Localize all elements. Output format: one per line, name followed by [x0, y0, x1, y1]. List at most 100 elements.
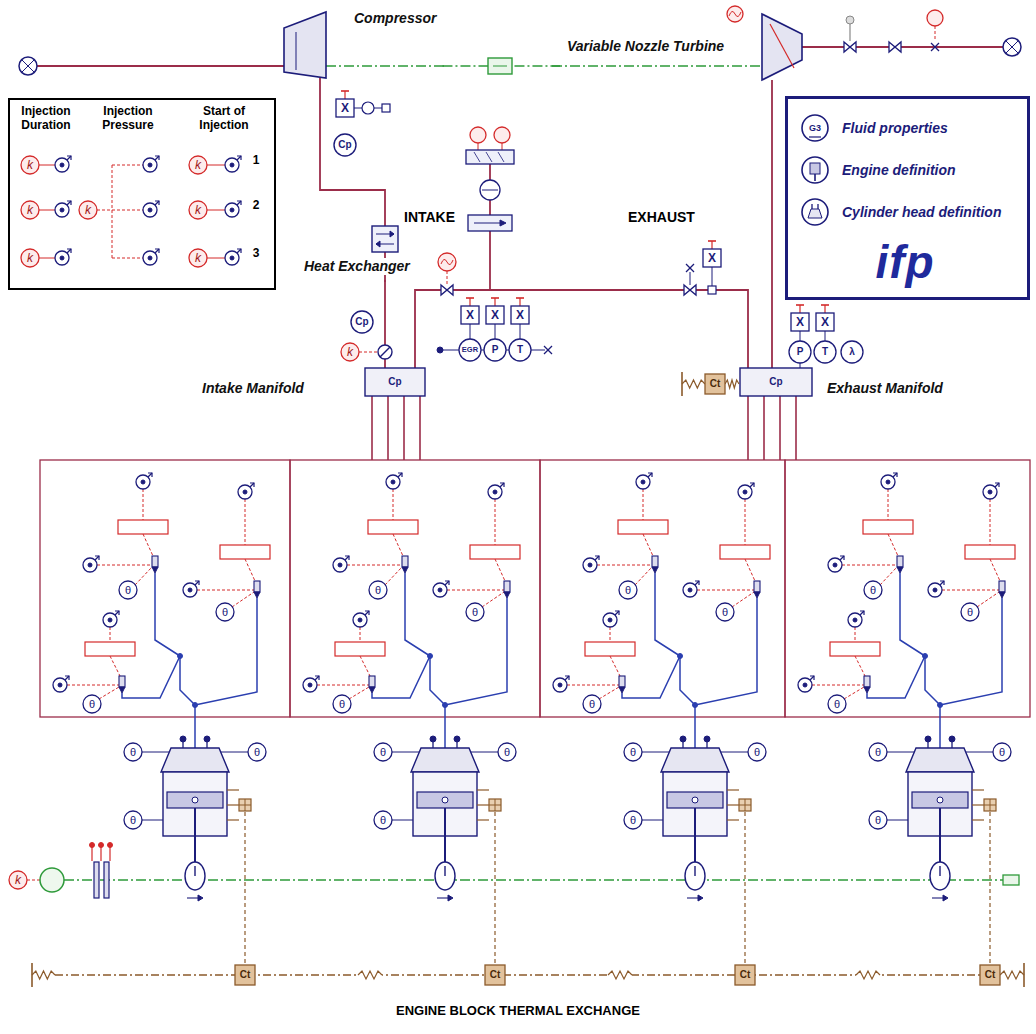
- signal-source-dot: [886, 480, 890, 484]
- signal-arrow-head: [250, 483, 254, 487]
- angle-link: [471, 752, 498, 753]
- signal-arrow-head: [155, 249, 159, 253]
- signal-arrow: [315, 676, 319, 680]
- angle-source: [624, 811, 642, 829]
- signal-arrow-head: [155, 156, 159, 160]
- cylinder-panel: [540, 460, 785, 717]
- flow-arrow: [500, 220, 506, 226]
- angle-source: [619, 581, 637, 599]
- signal-source: [798, 678, 812, 692]
- core-line: [482, 190, 498, 191]
- signal-arrow: [695, 581, 699, 585]
- signal-arrow-head: [445, 581, 449, 585]
- injector-symbol: [754, 581, 760, 592]
- gas-pipe: [415, 290, 748, 368]
- fuel-line: [194, 705, 196, 748]
- angle-letter: θ: [130, 747, 136, 758]
- angle-letter: θ: [125, 585, 131, 596]
- component-label: Compressor: [352, 10, 438, 27]
- injection-law-block: [863, 520, 913, 534]
- shaft-line: [552, 65, 762, 67]
- display-pin: [711, 241, 712, 249]
- region-label: EXHAUST: [628, 210, 695, 224]
- display-block: [511, 306, 529, 324]
- injector-symbol: [504, 581, 510, 592]
- signal-arrow-head: [115, 611, 119, 615]
- constant-letter: k: [85, 204, 91, 216]
- angle-link: [887, 752, 914, 753]
- chamber-letter: Cp: [769, 377, 782, 387]
- fuel-line: [195, 598, 257, 705]
- command-line: [360, 627, 361, 642]
- fuel-line: [939, 705, 941, 748]
- table-cell: 3: [246, 246, 266, 260]
- valve-symbol: [889, 42, 901, 52]
- signal-arrow-head: [195, 581, 199, 585]
- crank-symbol: [185, 862, 205, 890]
- angle-line: [732, 592, 754, 607]
- signal-arrow-head: [995, 483, 999, 487]
- constant-letter: k: [15, 874, 21, 886]
- valve-symbol: [441, 285, 453, 295]
- icon-letter: G3: [809, 124, 821, 133]
- constant-source: [21, 156, 39, 174]
- command-line: [245, 499, 246, 545]
- cylinder-head-symbol: [411, 748, 479, 772]
- display-letter: X: [516, 309, 524, 321]
- signal-arrow-head: [750, 483, 754, 487]
- egr-cooler-core: [480, 180, 500, 200]
- command-line: [610, 627, 611, 642]
- signal-line: [97, 210, 112, 211]
- cylinder-panel: [785, 460, 1030, 717]
- fuel-junction: [938, 703, 943, 708]
- constant-letter: k: [27, 159, 33, 171]
- display-pin: [494, 298, 495, 306]
- display-letter: X: [341, 102, 349, 114]
- angle-letter: θ: [870, 585, 876, 596]
- intake-runner: [371, 396, 373, 460]
- angle-source: [828, 695, 846, 713]
- pin-line: [849, 24, 850, 41]
- component-label: Intake Manifold: [200, 380, 306, 397]
- angle-source: [374, 743, 392, 761]
- angle-letter: θ: [130, 815, 136, 826]
- rotation-arrow-head: [198, 895, 203, 901]
- signal-source: [848, 613, 862, 627]
- constant-letter: k: [195, 204, 201, 216]
- angle-link: [642, 752, 669, 753]
- thermal-cross: [495, 799, 496, 811]
- injection-law-block: [720, 545, 770, 559]
- display-curve: [441, 259, 453, 264]
- command-line: [447, 590, 504, 591]
- angle-letter: θ: [754, 747, 760, 758]
- flow-arrow: [390, 231, 394, 237]
- signal-line: [112, 210, 143, 211]
- angle-source: [624, 743, 642, 761]
- signal-arrow-head: [155, 201, 159, 205]
- valve-tip: [949, 736, 955, 742]
- command-line: [610, 656, 620, 676]
- source-mark: [22, 60, 34, 72]
- signal-source-dot: [338, 563, 342, 567]
- angle-letter: θ: [834, 699, 840, 710]
- signal-arrow-head: [67, 156, 71, 160]
- angle-letter: θ: [625, 585, 631, 596]
- fuel-junction: [693, 703, 698, 708]
- angle-source: [498, 743, 516, 761]
- angle-letter: θ: [722, 607, 728, 618]
- lines-group: [27, 24, 1030, 987]
- angle-letter: θ: [222, 607, 228, 618]
- command-line: [643, 489, 644, 520]
- injector-symbol: [897, 556, 903, 567]
- thermal-cross: [245, 799, 246, 811]
- signal-source-dot: [358, 618, 362, 622]
- signal-source-dot: [88, 563, 92, 567]
- angle-line: [844, 687, 864, 699]
- thermal-node: [739, 799, 751, 811]
- injector-symbol: [652, 556, 658, 567]
- signal-source: [683, 583, 697, 597]
- signal-line: [39, 165, 55, 166]
- sensor-symbol: [484, 339, 506, 361]
- constant-letter: k: [195, 252, 201, 264]
- signal-arrow: [148, 473, 152, 477]
